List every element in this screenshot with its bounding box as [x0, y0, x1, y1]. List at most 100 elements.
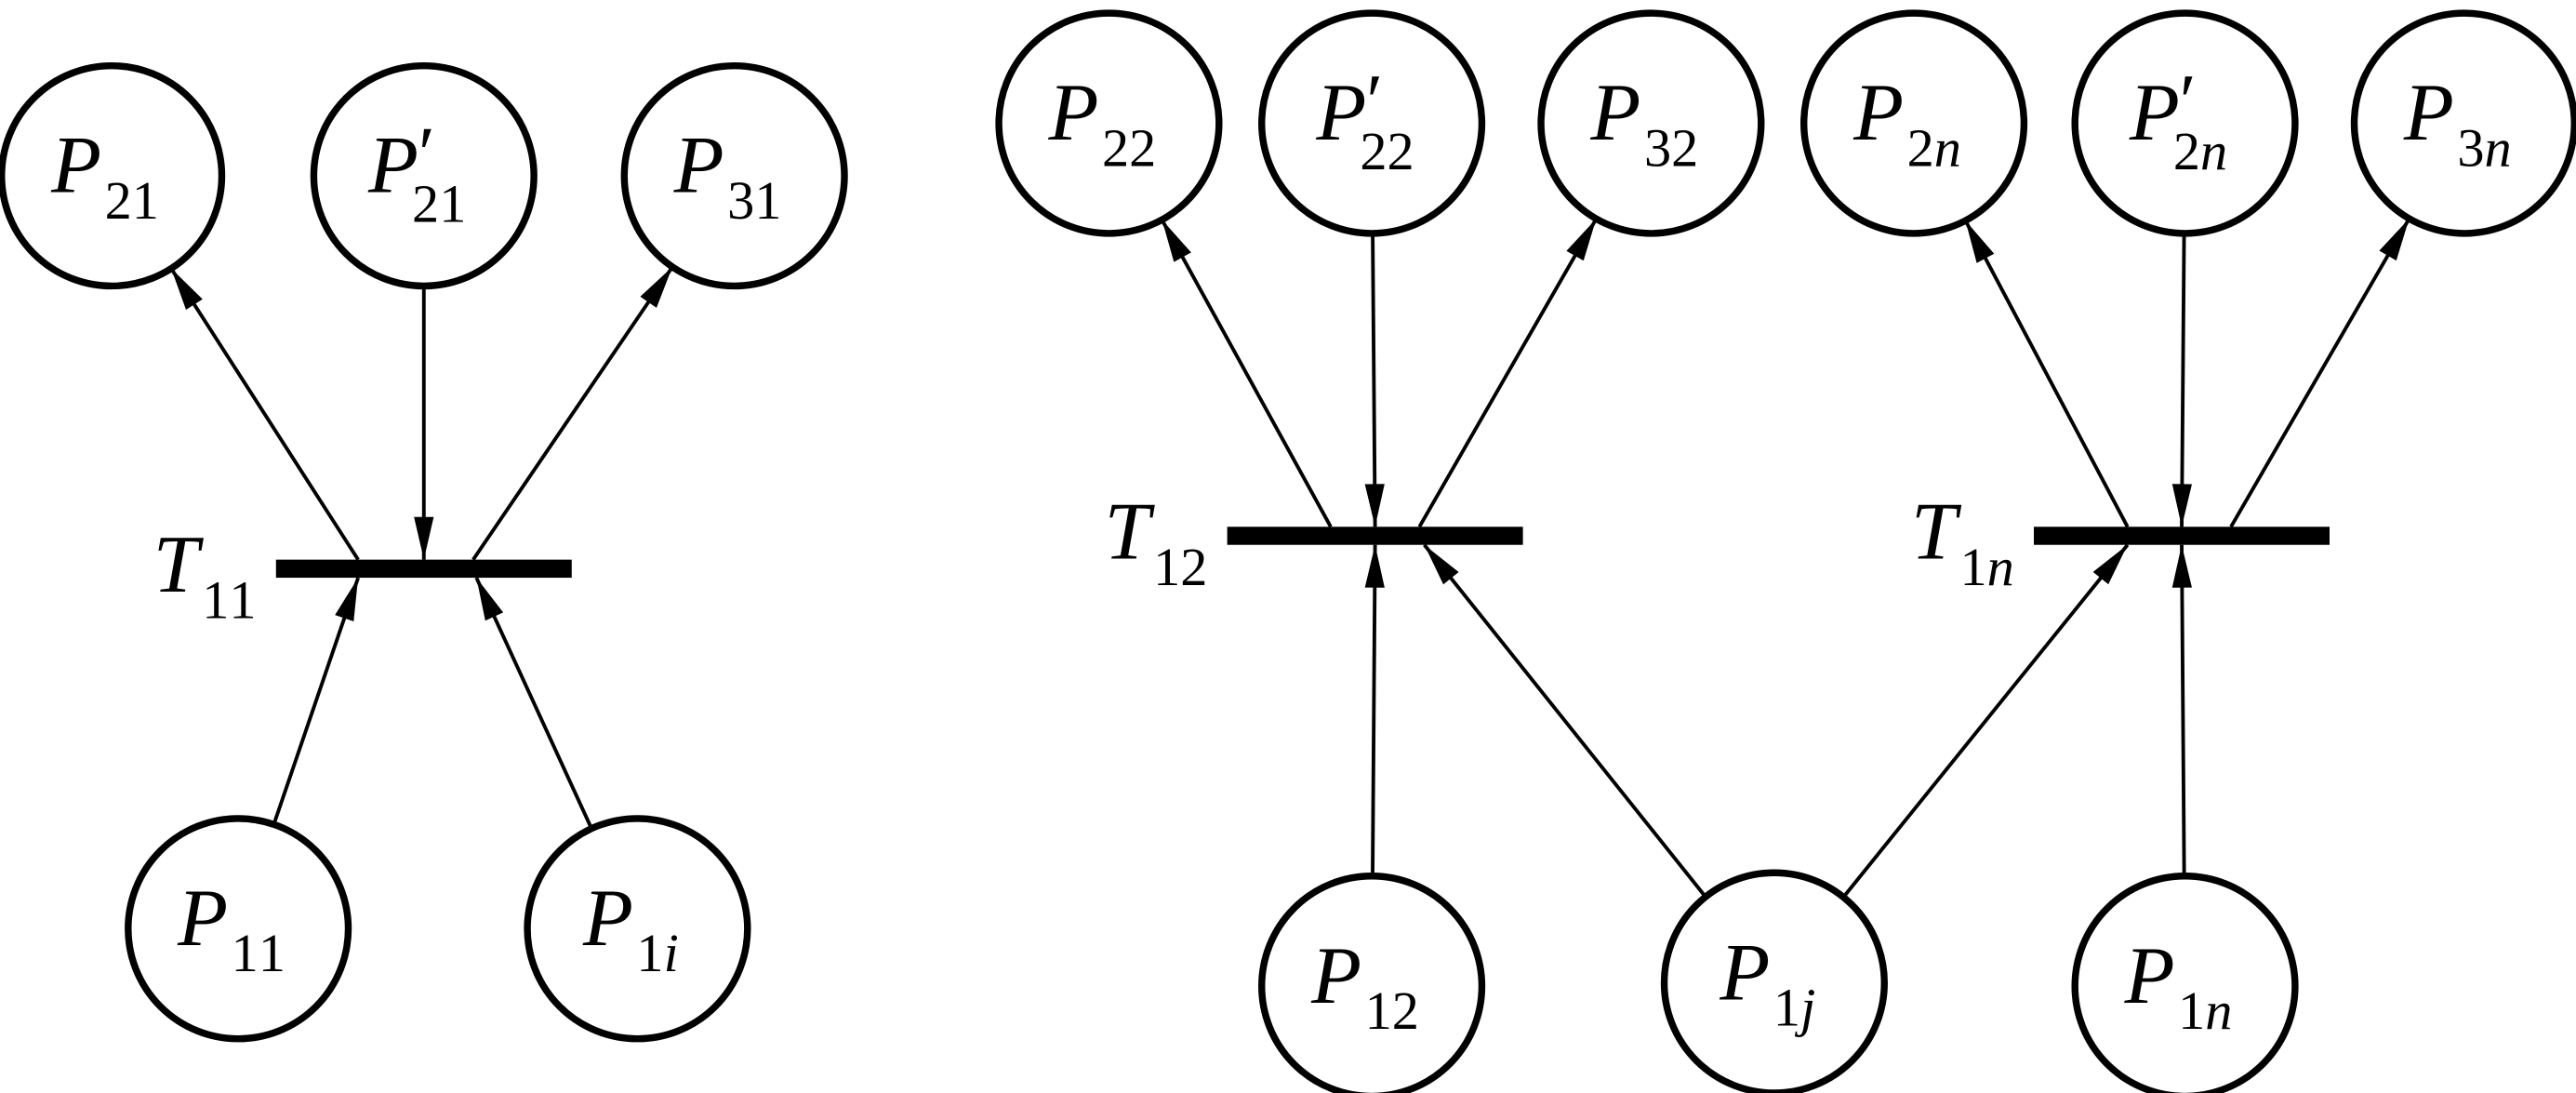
- transition-label-subscript: 1: [202, 569, 229, 630]
- place-P21p: [310, 61, 538, 290]
- place-label-main: P: [582, 873, 633, 964]
- place-label-subscript: 2: [1392, 980, 1419, 1041]
- transition-label-subscript: 1: [1153, 537, 1180, 597]
- place-label-subscript: 1: [1773, 978, 1800, 1038]
- arrowhead: [1424, 544, 1459, 585]
- place-label-main: P: [2124, 930, 2175, 1021]
- transition-label-subscript: 2: [1180, 537, 1207, 597]
- place-label-main: P: [177, 873, 228, 964]
- place-label-subscript: 2: [1671, 117, 1698, 178]
- arrowhead: [1364, 544, 1385, 588]
- prime-mark: ′: [1366, 60, 1383, 143]
- transition-label-main: T: [1104, 487, 1155, 578]
- place-label: P′22: [1315, 60, 1414, 181]
- arrowhead: [2171, 484, 2192, 527]
- place-label-main: P: [1852, 67, 1904, 158]
- arrowhead: [640, 266, 673, 308]
- place-label-main: P: [673, 120, 724, 211]
- place-label-main: P: [50, 120, 101, 211]
- transition-T11: [275, 559, 572, 579]
- arc-T11-to-P31: [471, 265, 674, 561]
- arrowhead: [414, 516, 434, 560]
- arc-P1n-to-T1n: [2180, 544, 2186, 876]
- place-label-main: P: [1310, 930, 1361, 1021]
- place-P3n: [2350, 9, 2576, 237]
- place-label-subscript: 1: [636, 923, 663, 983]
- place-label-main: P: [1719, 926, 1770, 1018]
- place-label-main: P: [2129, 67, 2180, 158]
- place-P31: [620, 61, 848, 290]
- place-P32: [1537, 9, 1765, 237]
- place-label-subscript: 1: [1365, 980, 1392, 1041]
- place-label: P′21: [367, 113, 466, 234]
- arc-P11-to-T11: [272, 577, 360, 825]
- place-label-main: P: [1315, 67, 1366, 158]
- arrowhead: [1162, 220, 1191, 262]
- place-label-subscript: 2: [2173, 121, 2200, 181]
- transition-label-subscript: 1: [229, 569, 256, 630]
- arc-P22p-to-T12: [1371, 233, 1377, 527]
- place-label-subscript: n: [1934, 117, 1961, 178]
- place-P21: [0, 62, 226, 290]
- transition-label-subscript: 1: [1960, 537, 1987, 597]
- place-P1n: [2071, 873, 2299, 1093]
- place-label-subscript: 2: [1102, 117, 1129, 178]
- place-label-main: P: [1047, 67, 1098, 158]
- place-label-main: P: [1589, 67, 1640, 158]
- place-label-subscript: n: [2205, 980, 2232, 1041]
- arc-T12-to-P32: [1417, 218, 1599, 528]
- place-label-subscript: 2: [1129, 117, 1156, 178]
- place-label-subscript: 1: [232, 923, 259, 983]
- place-label-subscript: 2: [1388, 121, 1414, 181]
- place-P2np: [2071, 9, 2299, 237]
- arc-T1n-to-P3n: [2229, 218, 2411, 528]
- place-label-subscript: 1: [754, 170, 781, 231]
- place-label-subscript: 1: [2178, 980, 2205, 1041]
- arc-T11-to-P21: [169, 267, 360, 561]
- place-P1i: [524, 815, 751, 1043]
- arrowhead: [2092, 544, 2128, 585]
- arcs-layer: [169, 218, 2411, 899]
- place-label-subscript: 2: [105, 170, 132, 231]
- place-P11: [125, 815, 352, 1043]
- place-label-subscript: 3: [1644, 117, 1671, 178]
- prime-mark: ′: [2180, 60, 2197, 143]
- place-P12: [1258, 873, 1486, 1093]
- arc-P2np-to-T1n: [2180, 233, 2186, 527]
- place-label-subscript: 1: [439, 174, 466, 234]
- place-label: P′2n: [2129, 60, 2227, 181]
- arc-P1j-to-T12: [1423, 543, 1707, 899]
- arc-P1j-to-T1n: [1841, 543, 2130, 899]
- places-layer: [0, 9, 2576, 1093]
- arrowhead: [2171, 544, 2192, 588]
- transition-label-subscript: n: [1987, 537, 2014, 597]
- transitions-layer: [275, 527, 2330, 579]
- place-label-subscript: n: [2200, 121, 2227, 181]
- place-label-subscript: 1: [132, 170, 159, 231]
- place-P22p: [1258, 9, 1486, 237]
- arrowhead: [1566, 219, 1597, 261]
- arc-P1i-to-T11: [474, 577, 593, 830]
- arrowhead: [1965, 220, 1995, 263]
- place-label-subscript: 2: [1907, 117, 1934, 178]
- transition-label-main: T: [1911, 487, 1962, 578]
- place-P2n: [1799, 9, 2028, 237]
- transition-T1n: [2034, 527, 2330, 545]
- place-label-subscript: 1: [259, 923, 285, 983]
- arrowhead: [476, 578, 504, 621]
- arc-T12-to-P22: [1160, 219, 1333, 528]
- arrowhead: [2379, 218, 2410, 261]
